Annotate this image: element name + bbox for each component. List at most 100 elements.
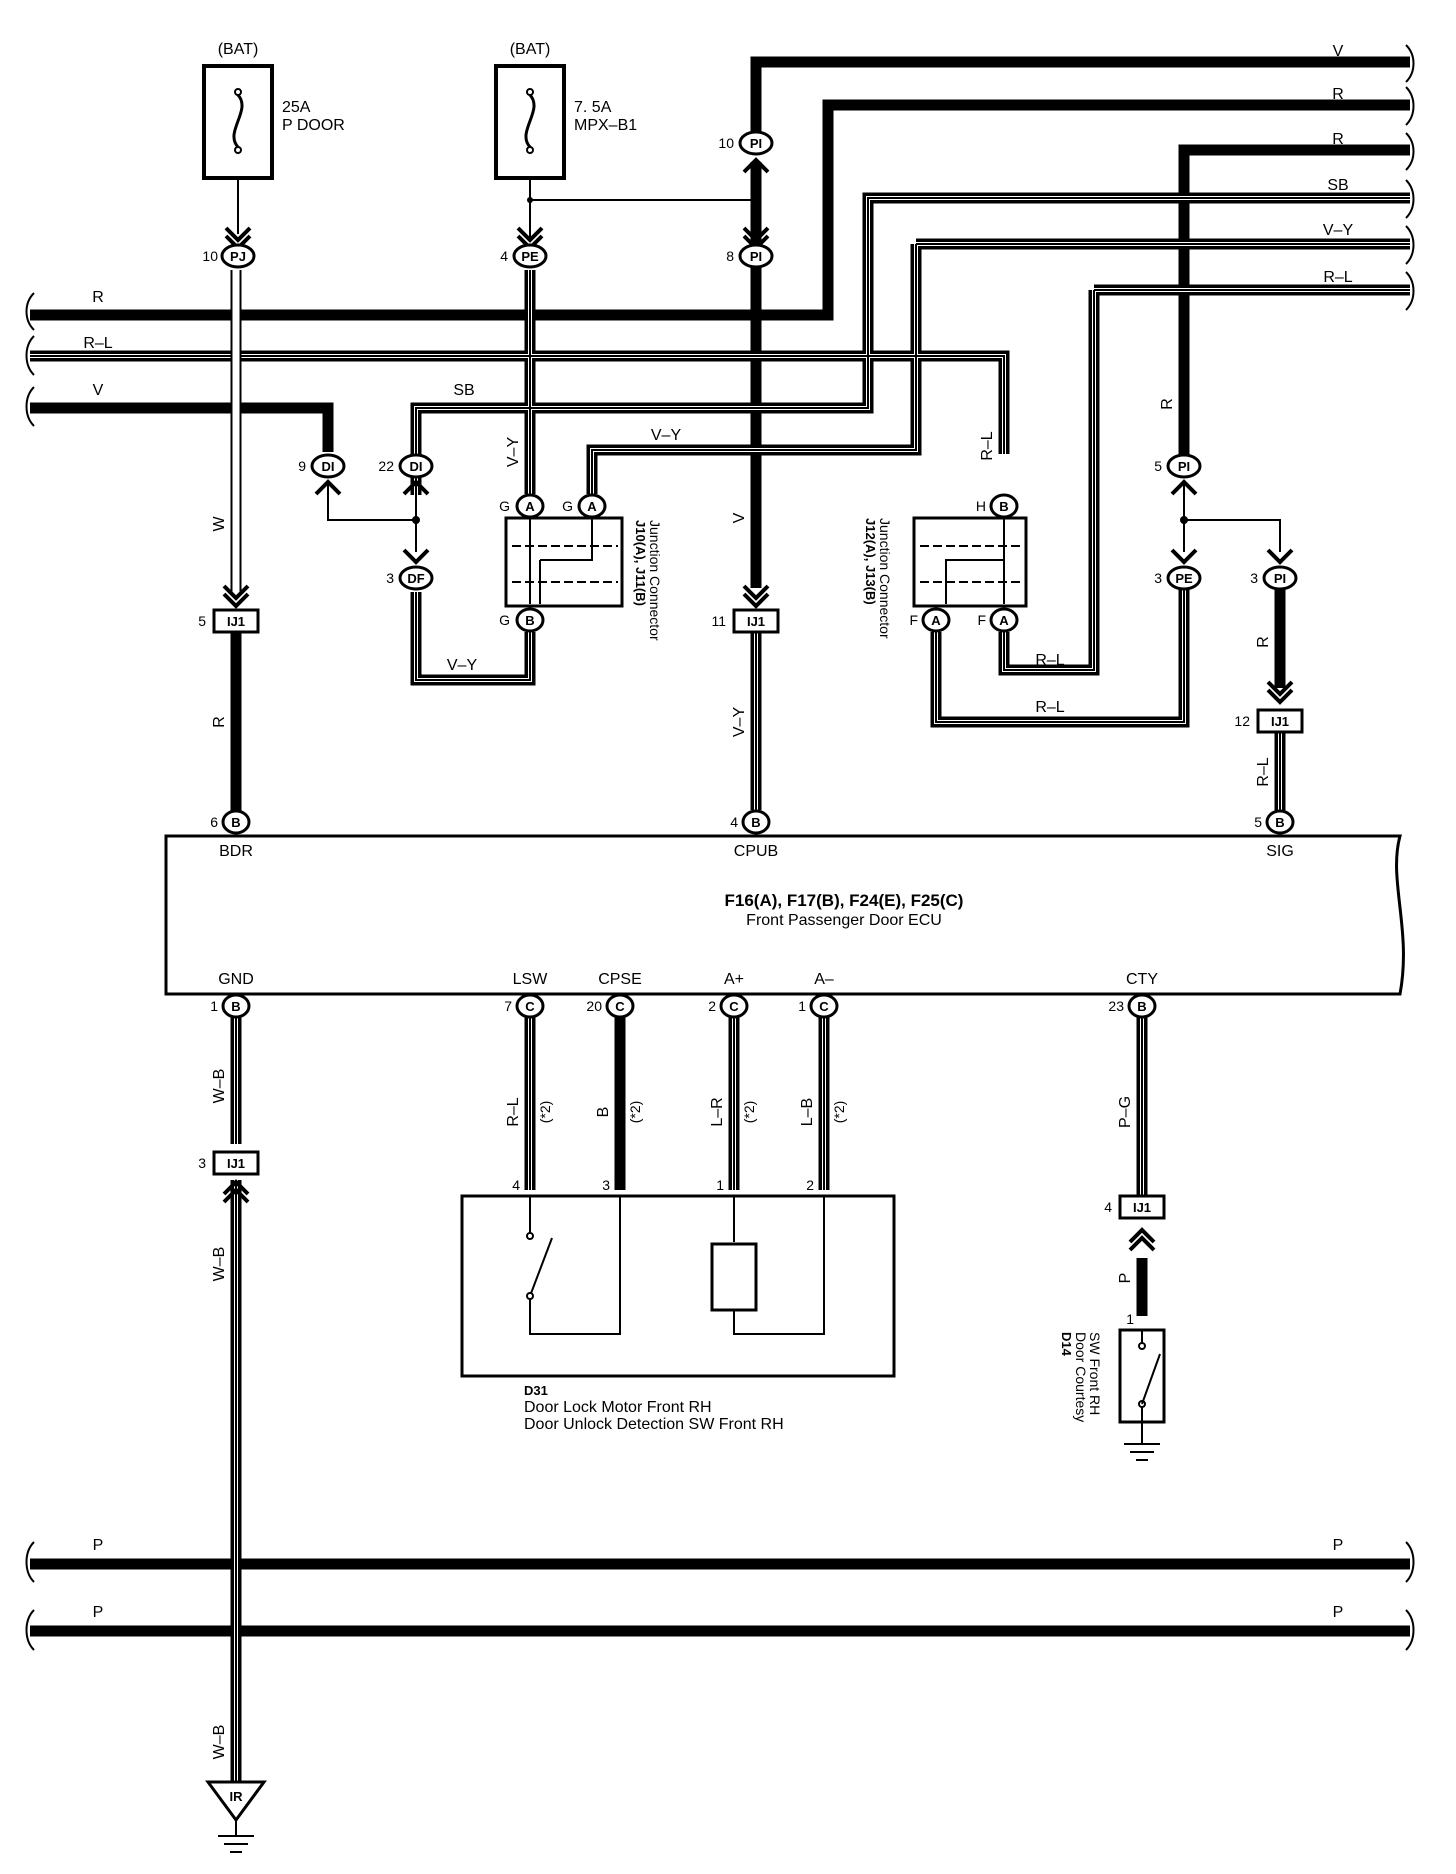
wire-color-label: L–B xyxy=(799,1098,816,1126)
connector-pin: 4 xyxy=(500,248,508,264)
fuse-source-label: (BAT) xyxy=(218,41,259,58)
connector-di22: DI 22 xyxy=(378,453,434,479)
wire-color-label: R–L xyxy=(83,335,112,352)
connector-code: PJ xyxy=(230,249,246,264)
wire-color-label: R xyxy=(1159,398,1176,410)
terminal-label: CPUB xyxy=(734,843,778,860)
wire-color-label: P xyxy=(1333,1537,1344,1554)
fuse-mpx-b1: (BAT) 7. 5A MPX–B1 xyxy=(494,41,637,180)
connector-code: DF xyxy=(407,571,424,586)
ecu-terminal-bdr: B 6 BDR xyxy=(210,809,253,860)
component-code: D31 xyxy=(524,1383,548,1398)
component-pin: 3 xyxy=(602,1177,610,1193)
door-lock-motor-d31: 4 3 1 2 D31 Door Lock Motor Front RH Doo… xyxy=(460,1177,896,1433)
component-pin: 1 xyxy=(1126,1311,1134,1327)
terminal-code: B xyxy=(231,999,240,1014)
terminal-code: B xyxy=(231,815,240,830)
component-pin: 4 xyxy=(512,1177,520,1193)
connector-df3: DF 3 xyxy=(386,565,434,591)
wire-color-label: SB xyxy=(1327,177,1348,194)
wire-color-label: R xyxy=(92,289,104,306)
connector-ij1-12: IJ1 12 xyxy=(1234,708,1304,734)
junction-connector-j10-j11: G A G A G B J10(A), J11(B) Junction Conn… xyxy=(499,493,663,641)
connector-pin: 3 xyxy=(1154,570,1162,586)
connector-code: PI xyxy=(1178,459,1190,474)
fuse-rating: 7. 5A xyxy=(574,99,612,116)
connector-pi8: PI 8 xyxy=(726,243,774,269)
connector-code: IJ1 xyxy=(1271,714,1289,729)
junction-connector-j12-j13: H B F A F A J12(A), J13(B) Junction Conn… xyxy=(863,493,1028,639)
connector-pe3: PE 3 xyxy=(1154,565,1202,591)
wire-color-label: R–L xyxy=(1255,757,1272,786)
connector-code: PI xyxy=(1274,571,1286,586)
wire-color-label: P xyxy=(1333,1604,1344,1621)
terminal-code: C xyxy=(819,999,829,1014)
terminal-code: B xyxy=(1275,815,1284,830)
connector-pe4: PE 4 xyxy=(500,243,548,269)
junction-subtitle: Junction Connector xyxy=(877,518,893,639)
component-name: Door Courtesy xyxy=(1073,1332,1089,1422)
ecu-terminal-lsw: LSW C 7 xyxy=(504,971,549,1019)
wire-color-label: R–L xyxy=(1323,269,1352,286)
terminal-label: CPSE xyxy=(598,971,642,988)
terminal-label: A+ xyxy=(724,971,744,988)
wire-note: (*2) xyxy=(831,1101,847,1124)
connector-pin: 3 xyxy=(198,1155,206,1171)
ground-icon xyxy=(1124,1424,1160,1461)
wire-color-label: V–Y xyxy=(731,707,748,738)
component-name: Door Lock Motor Front RH xyxy=(524,1399,712,1416)
wire-color-label: P–G xyxy=(1117,1096,1134,1128)
junction-pin-label: F xyxy=(977,612,986,628)
ecu-terminal-cty: CTY B 23 xyxy=(1108,971,1158,1019)
terminal-label: CTY xyxy=(1126,971,1158,988)
junction-pin-label: G xyxy=(562,498,573,514)
ecu-terminal-sig: B 5 SIG xyxy=(1254,809,1295,860)
terminal-pin: 20 xyxy=(586,998,602,1014)
connector-di9: DI 9 xyxy=(298,453,346,479)
component-name: Door Unlock Detection SW Front RH xyxy=(524,1416,784,1433)
junction-pin-code: B xyxy=(999,499,1008,514)
junction-pin-label: G xyxy=(499,612,510,628)
connector-code: IJ1 xyxy=(1133,1200,1151,1215)
connector-code: DI xyxy=(322,459,335,474)
connector-pin: 22 xyxy=(378,458,394,474)
terminal-label: LSW xyxy=(513,971,549,988)
wire-color-label: V–Y xyxy=(651,427,682,444)
ecu-terminal-gnd: GND B 1 xyxy=(210,971,254,1019)
wire-color-label: P xyxy=(1117,1273,1134,1284)
wire-note: (*2) xyxy=(627,1101,643,1124)
connector-pj10: PJ 10 xyxy=(202,243,256,269)
ecu-title: F16(A), F17(B), F24(E), F25(C) xyxy=(725,891,964,910)
connector-pin: 5 xyxy=(198,613,206,629)
junction-title: J10(A), J11(B) xyxy=(633,520,648,606)
connector-code: IJ1 xyxy=(747,614,765,629)
ecu-name: Front Passenger Door ECU xyxy=(746,912,942,929)
wire-color-label: V–Y xyxy=(505,437,522,468)
terminal-pin: 5 xyxy=(1254,814,1262,830)
front-passenger-door-ecu: F16(A), F17(B), F24(E), F25(C) Front Pas… xyxy=(164,809,1405,1019)
terminal-code: B xyxy=(751,815,760,830)
junction-pin-code: A xyxy=(931,613,941,628)
terminal-pin: 1 xyxy=(210,998,218,1014)
component-pin: 2 xyxy=(806,1177,814,1193)
ecu-terminal-a-minus: A– C 1 xyxy=(798,971,839,1019)
wire-note: (*2) xyxy=(741,1101,757,1124)
connector-pin: 4 xyxy=(1104,1199,1112,1215)
connector-code: PI xyxy=(750,249,762,264)
wire-color-label: L–R xyxy=(709,1097,726,1126)
wire-color-label: R–L xyxy=(1035,652,1064,669)
wires xyxy=(25,44,1415,1784)
connector-code: IJ1 xyxy=(227,614,245,629)
fuse-rating: 25A xyxy=(282,99,311,116)
junction-subtitle: Junction Connector xyxy=(647,520,663,641)
junction-title: J12(A), J13(B) xyxy=(863,518,878,605)
junction-pin-code: A xyxy=(587,499,597,514)
wire-color-label: V xyxy=(1333,43,1344,60)
terminal-code: C xyxy=(615,999,625,1014)
wire-color-label: W–B xyxy=(211,1247,228,1282)
wire-color-label: R–L xyxy=(979,431,996,460)
wire-color-label: R xyxy=(1255,636,1272,648)
wire-color-label: W–B xyxy=(211,1069,228,1104)
ecu-terminal-a-plus: A+ C 2 xyxy=(708,971,749,1019)
wire-color-label: R xyxy=(1332,131,1344,148)
